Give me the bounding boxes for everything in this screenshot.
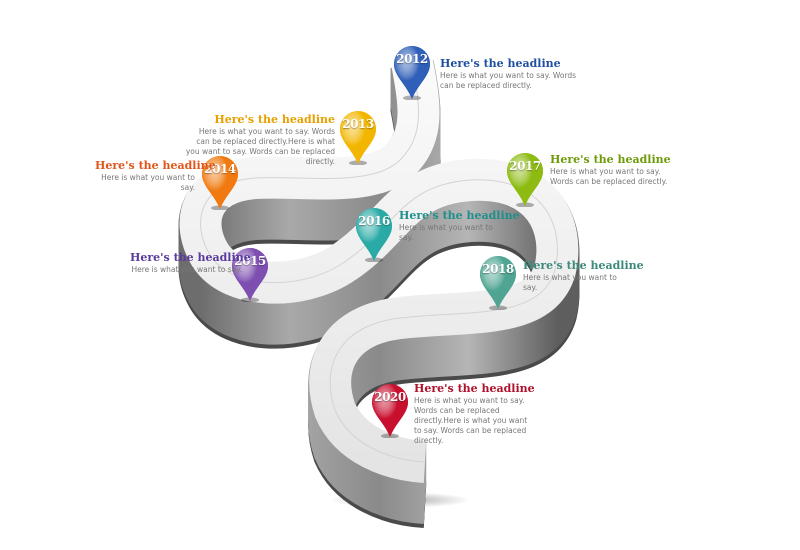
- map-pin-icon: [340, 111, 376, 165]
- milestone-description: Here is what you want to say.: [131, 265, 243, 274]
- milestone-headline: Here's the headline: [95, 159, 216, 172]
- road-centerline: [200, 61, 558, 463]
- road-edge: [200, 61, 558, 463]
- map-pin-icon: [394, 46, 430, 100]
- milestone-year: 2012: [396, 52, 428, 66]
- milestone-year: 2020: [374, 390, 406, 404]
- milestone-pin-2017: 2017: [505, 151, 545, 207]
- milestone-pin-2013: 2013: [338, 109, 378, 165]
- milestone-year: 2016: [358, 214, 390, 228]
- milestone-description: Here is what you want to say. Words can …: [414, 396, 528, 445]
- milestone-pin-2012: 2012: [392, 44, 432, 100]
- milestone-pin-2014: 2014: [200, 154, 240, 210]
- milestone-description: Here is what you want to say. Words can …: [550, 167, 668, 186]
- milestone-description: Here is what you want to say. Words can …: [440, 71, 577, 90]
- milestone-pin-2018: 2018: [478, 254, 518, 310]
- map-pin-icon: [507, 153, 543, 207]
- milestone-year: 2013: [342, 117, 374, 131]
- milestone-description: Here is what you want to say.: [101, 173, 195, 192]
- milestone-description: Here is what you want to say.: [399, 223, 493, 242]
- milestone-year: 2014: [204, 162, 236, 176]
- map-pin-icon: [372, 384, 408, 438]
- milestone-description: Here is what you want to say.: [523, 273, 617, 292]
- milestone-year: 2017: [509, 159, 541, 173]
- milestone-pin-2016: 2016: [354, 206, 394, 262]
- milestone-headline: Here's the headline: [550, 153, 671, 166]
- milestone-headline: Here's the headline: [214, 113, 335, 126]
- milestone-pin-2015: 2015: [230, 246, 270, 302]
- map-pin-icon: [480, 256, 516, 310]
- map-pin-icon: [232, 248, 268, 302]
- milestone-headline: Here's the headline: [399, 209, 520, 222]
- milestone-year: 2018: [482, 262, 514, 276]
- milestone-description: Here is what you want to say. Words can …: [185, 127, 335, 166]
- map-pin-icon: [356, 208, 392, 262]
- milestone-headline: Here's the headline: [130, 251, 251, 264]
- map-pin-icon: [202, 156, 238, 210]
- milestone-headline: Here's the headline: [414, 382, 535, 395]
- milestone-pin-2020: 2020: [370, 382, 410, 438]
- milestone-year: 2015: [234, 254, 266, 268]
- milestone-headline: Here's the headline: [523, 259, 644, 272]
- milestone-headline: Here's the headline: [440, 57, 561, 70]
